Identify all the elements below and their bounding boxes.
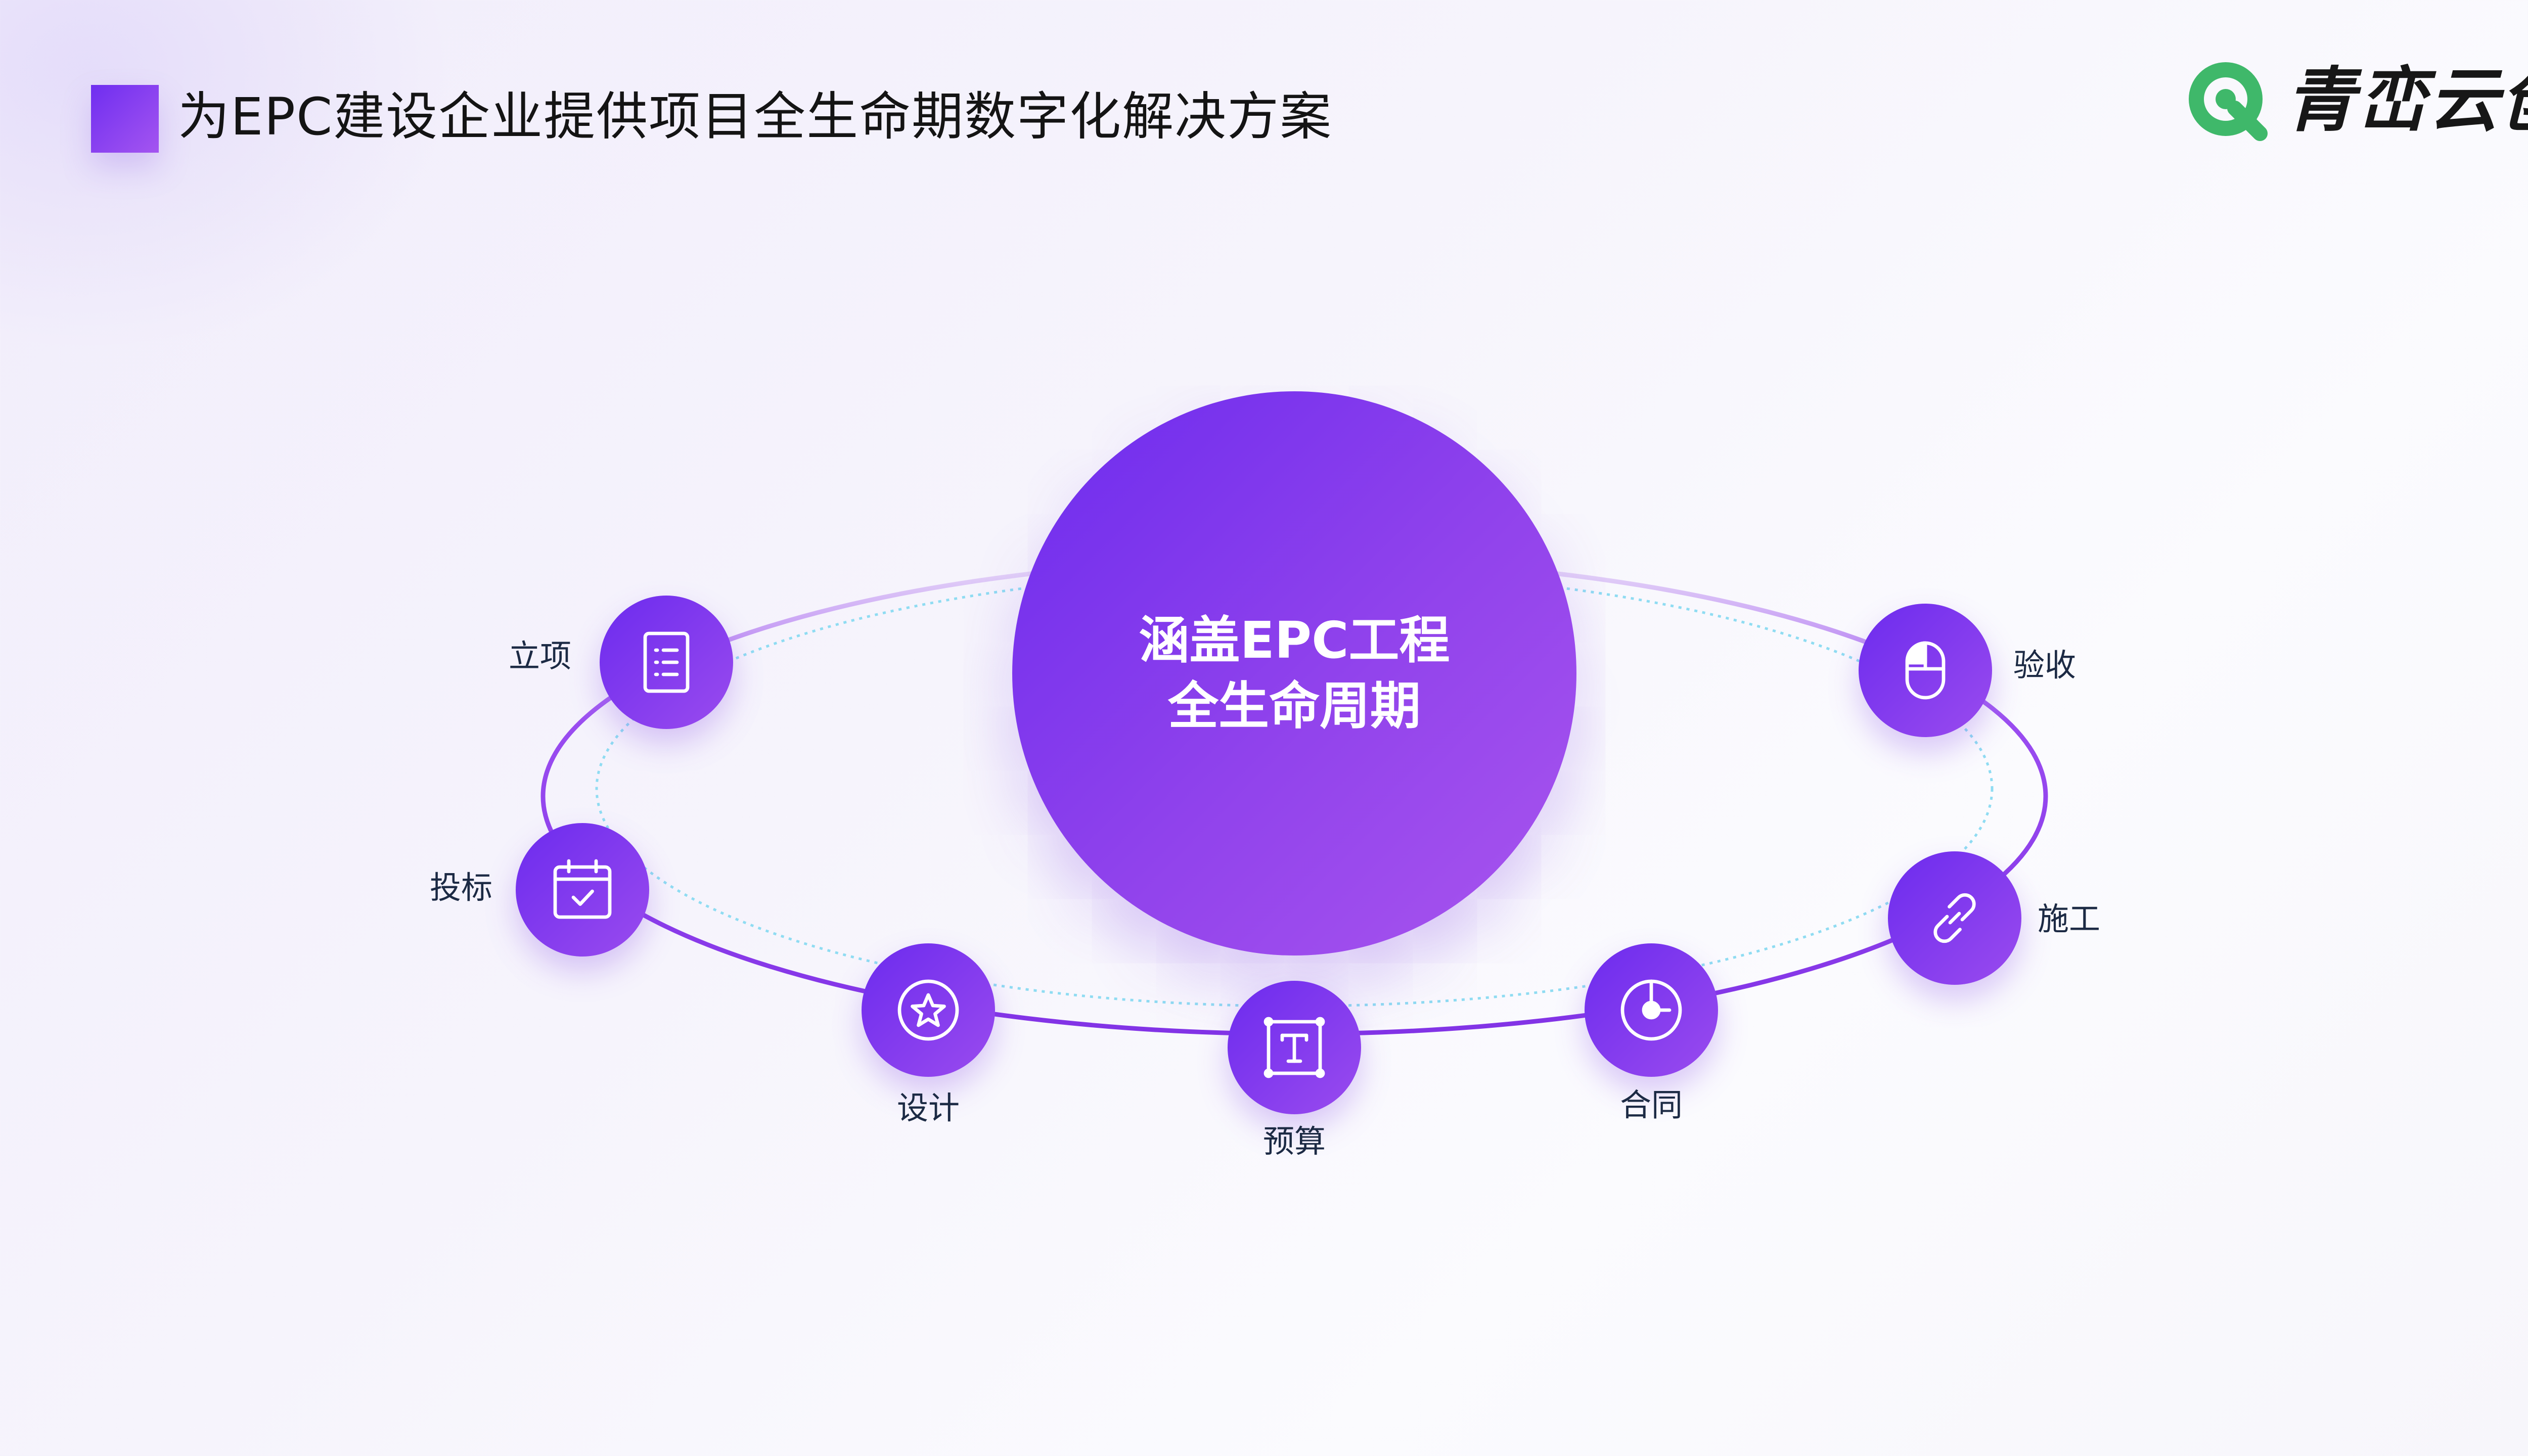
document-list-icon bbox=[643, 631, 690, 693]
logo-icon bbox=[2189, 62, 2268, 141]
brand-logo: 青峦云创 bbox=[2184, 56, 2528, 147]
gauge-icon bbox=[1620, 979, 1682, 1041]
title-accent-square bbox=[91, 85, 159, 153]
stage-acceptance-button[interactable] bbox=[1859, 604, 1992, 737]
mouse-icon bbox=[1905, 641, 1946, 700]
text-box-icon bbox=[1263, 1017, 1325, 1078]
center-title-line1: 涵盖EPC工程 bbox=[1139, 611, 1450, 670]
stage-initiation-button[interactable] bbox=[600, 596, 733, 729]
star-icon bbox=[897, 979, 959, 1041]
center-circle: 涵盖EPC工程 全生命周期 bbox=[1012, 391, 1576, 956]
link-icon bbox=[1933, 893, 1976, 943]
stage-bidding-label: 投标 bbox=[430, 869, 493, 906]
stage-design-button[interactable] bbox=[862, 943, 995, 1077]
stage-contract-label: 合同 bbox=[1620, 1086, 1683, 1123]
stage-design-label: 设计 bbox=[897, 1089, 960, 1126]
stage-bidding-button[interactable] bbox=[516, 823, 649, 957]
stage-construction-label: 施工 bbox=[2038, 900, 2101, 937]
calendar-check-icon bbox=[553, 859, 612, 919]
stage-initiation-label: 立项 bbox=[509, 638, 572, 674]
stage-acceptance-label: 验收 bbox=[2013, 647, 2076, 684]
stage-budget-button[interactable] bbox=[1228, 981, 1361, 1114]
stage-construction-button[interactable] bbox=[1888, 851, 2021, 985]
stage-budget-label: 预算 bbox=[1263, 1123, 1326, 1160]
center-title-line2: 全生命周期 bbox=[1168, 676, 1421, 736]
page-title: 为EPC建设企业提供项目全生命期数字化解决方案 bbox=[178, 87, 1333, 147]
stage-contract-button[interactable] bbox=[1585, 943, 1718, 1077]
logo-text: 青峦云创 bbox=[2285, 60, 2528, 141]
